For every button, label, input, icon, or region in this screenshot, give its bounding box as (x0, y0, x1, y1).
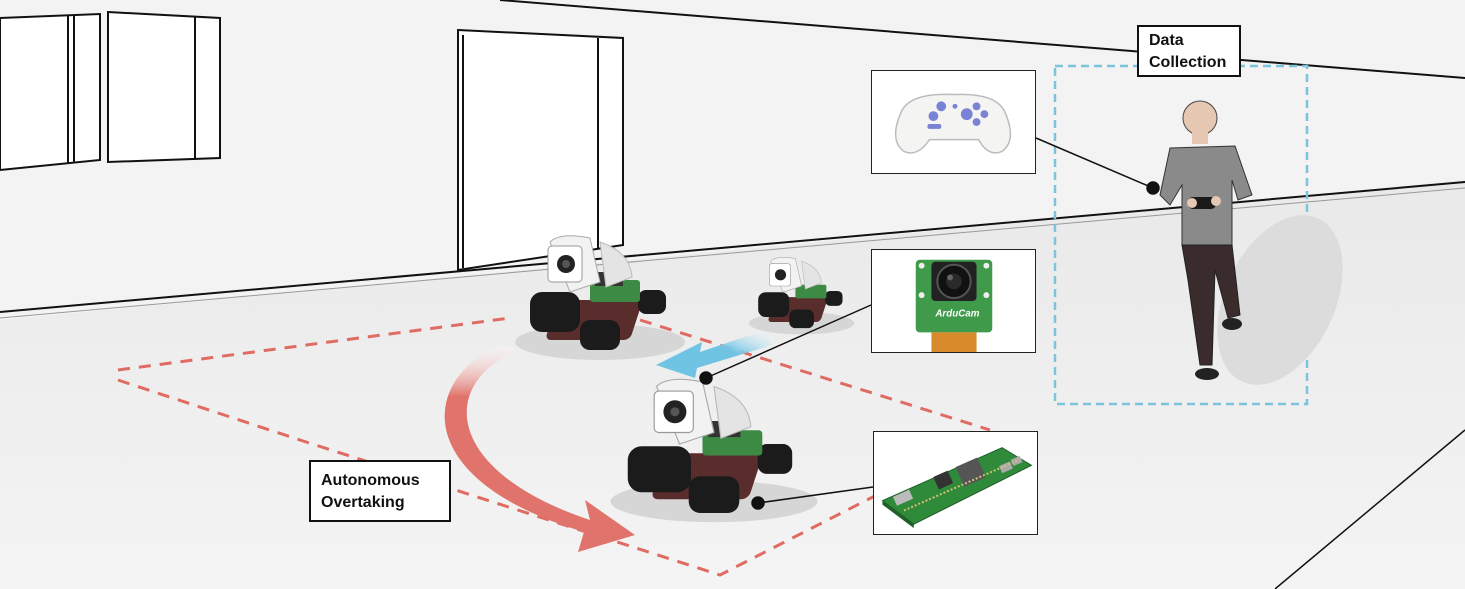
track-outline (117, 316, 1001, 577)
data-collection-label-line-1: Data (1149, 32, 1184, 49)
motion-arrow (656, 330, 772, 378)
camera-brand-text: ArduCam (934, 309, 979, 320)
autonomous-overtaking-label-line-1: Autonomous (321, 472, 420, 489)
compute-board-inset (873, 431, 1038, 535)
data-collection-label-line-2: Collection (1149, 54, 1227, 71)
rc-car-back (515, 235, 685, 360)
autonomous-overtaking-label-line-2: Overtaking (321, 494, 405, 511)
camera-inset: ArduCam (871, 249, 1036, 353)
gamepad-icon (894, 93, 1012, 154)
rc-car-far (748, 257, 855, 335)
overtake-arrow (444, 345, 635, 552)
gamepad-inset (871, 70, 1036, 174)
data-collection-label: Data Collection (1137, 25, 1241, 77)
rc-car-front (610, 378, 818, 523)
person-operator (1159, 100, 1343, 385)
window (0, 10, 221, 172)
single-board-computer-icon (881, 447, 1033, 529)
door (457, 28, 624, 272)
callout-lines (699, 137, 1160, 510)
autonomous-overtaking-label: Autonomous Overtaking (309, 460, 451, 522)
camera-module-icon: ArduCam (915, 259, 993, 352)
